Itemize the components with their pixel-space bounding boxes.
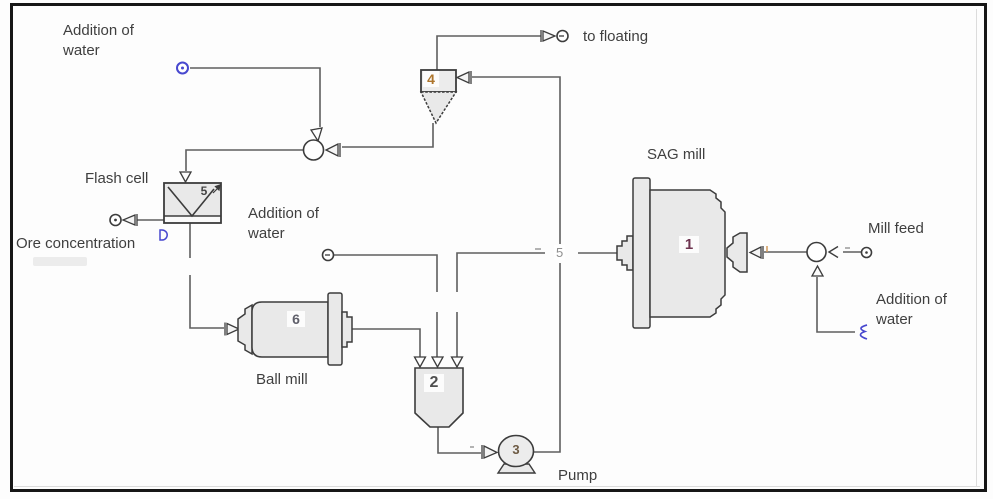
mixer1-inlet-arrow [324, 142, 341, 158]
faded-text-remnant [33, 257, 87, 266]
sag-mill-feed-trunnion [616, 235, 634, 271]
mixer2-chevron-arrow [827, 245, 839, 259]
flash-cell-launder [165, 216, 220, 222]
cyclone-cone [419, 91, 458, 125]
connector-water-middle[interactable] [321, 248, 335, 262]
ore-concentration-arrow [121, 214, 138, 226]
label-ball-mill: Ball mill [256, 371, 308, 388]
label-ore-concentration: Ore concentration [16, 235, 136, 252]
stream-water-to-mixer2 [816, 277, 855, 333]
stream-lines [137, 35, 861, 454]
stream-sag-discharge-left [456, 252, 545, 292]
sump-number: 2 [424, 374, 444, 392]
label-to-floating: to floating [583, 28, 649, 45]
arrow-into-flashcell [178, 171, 193, 184]
pump-casing [497, 434, 535, 468]
stream-ballmill-discharge [352, 328, 421, 357]
inner-canvas-edge-bottom [14, 486, 980, 487]
flash-port-d-icon [159, 229, 168, 241]
sag-mill-shell [649, 189, 726, 318]
label-addition-of-water-right: Addition of water [876, 290, 947, 330]
stream-cyclone-underflow [342, 123, 434, 148]
ball-mill-feed-cone [237, 303, 253, 356]
stream-pump-to-cyclone-upper [472, 76, 561, 244]
cyclone-inlet-arrow [455, 70, 472, 85]
label-flash-cell: Flash cell [85, 170, 149, 187]
arrow-into-sump-mid [430, 356, 445, 369]
label-pump: Pump [558, 467, 598, 484]
label-sag-mill: SAG mill [647, 146, 706, 163]
label-mill-feed: Mill feed [868, 220, 924, 237]
label-line: Addition of [876, 291, 947, 308]
stream-5-label: 5 [554, 245, 566, 260]
connector-water-top-left[interactable] [176, 61, 189, 75]
connector-to-floating[interactable] [556, 29, 569, 43]
ball-mill-flange [327, 292, 343, 366]
label-line: water [876, 311, 913, 328]
ball-mill-shell [251, 301, 329, 358]
ballmill-inlet-arrow [224, 322, 241, 336]
sag-mill-flange [632, 177, 651, 329]
mixer1-water-junction[interactable] [302, 139, 325, 161]
pump-number: 3 [512, 442, 520, 457]
pump-unit[interactable] [496, 434, 537, 474]
port-arrows [121, 30, 764, 459]
stream-flash-tails-lower [189, 275, 224, 329]
flow-arrows [178, 127, 825, 369]
ball-mill-number: 6 [287, 311, 305, 327]
mixer2-feed-junction[interactable] [806, 241, 827, 263]
arrow-into-mixer1-down [309, 127, 323, 143]
label-line: Addition of [63, 22, 134, 39]
to-floating-arrow [540, 30, 557, 42]
ball-mill-discharge-trunnion [341, 311, 353, 348]
arrow-into-mixer2-up [810, 264, 825, 277]
flash-cell-unit[interactable] [163, 182, 222, 224]
arrow-into-sump-left [413, 356, 427, 369]
inner-canvas-edge-right [976, 9, 977, 487]
pump-inlet-arrow [481, 444, 499, 459]
sag-mill-number: 1 [679, 236, 699, 253]
sag-mill-discharge-cone [726, 232, 748, 273]
ball-mill-unit[interactable] [237, 292, 353, 366]
stream-pump-to-cyclone-lower [533, 263, 561, 453]
label-addition-of-water-middle: Addition of water [248, 204, 319, 244]
flash-cell-number-arrow [212, 184, 221, 194]
water-inlet-epsilon-icon[interactable] [859, 324, 868, 340]
stream-water-to-sump [334, 254, 438, 292]
stream-cyclone-overflow [436, 35, 541, 70]
arrow-into-sump-right [450, 356, 464, 369]
stream-tick-marks [470, 247, 850, 448]
stream-mixer1-to-flashcell [185, 149, 303, 171]
stream-sump-to-pump [437, 427, 481, 454]
label-addition-of-water-top-left: Addition of water [63, 21, 134, 61]
connector-ore-concentration[interactable] [109, 213, 122, 227]
flash-cell-number: 5 [200, 184, 208, 198]
sag-mill-unit[interactable] [616, 177, 748, 329]
cyclone-number: 4 [423, 71, 439, 87]
sag-inlet-arrow [748, 245, 764, 260]
flash-cell-impeller-v [167, 186, 215, 218]
stream-water-to-mixer1 [190, 67, 321, 127]
connector-mill-feed[interactable] [860, 246, 873, 259]
label-line: water [248, 225, 285, 242]
label-line: Addition of [248, 205, 319, 222]
label-line: water [63, 42, 100, 59]
